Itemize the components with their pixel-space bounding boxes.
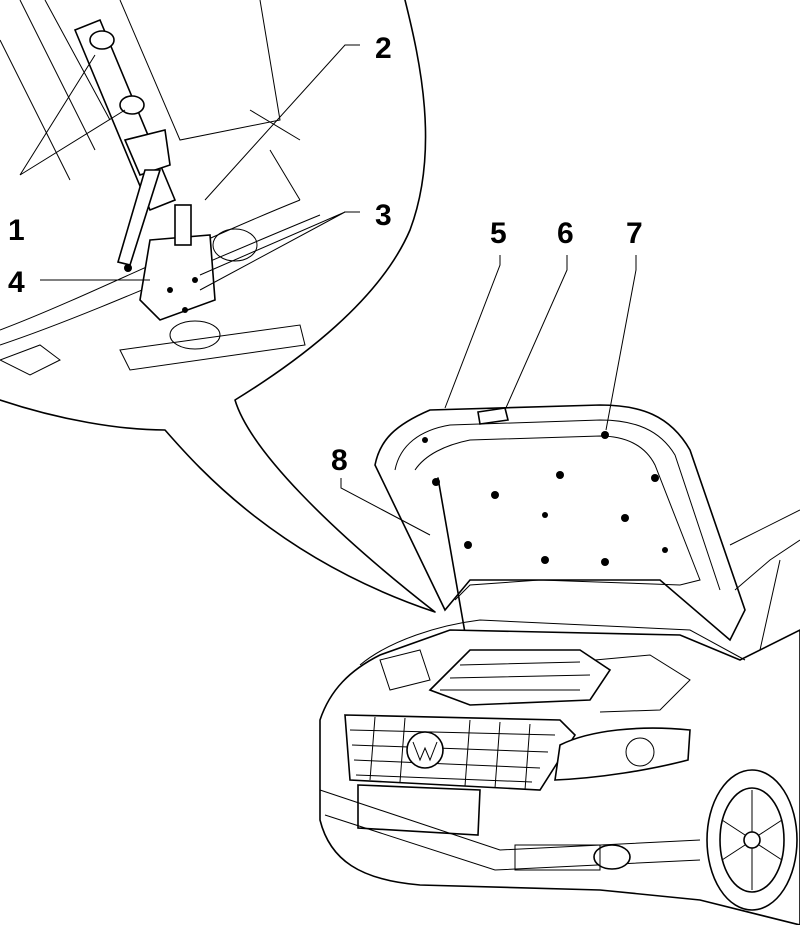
callout-8: 8 xyxy=(331,444,348,477)
callout-7: 7 xyxy=(626,217,643,250)
callout-4: 4 xyxy=(8,266,25,299)
callout-6: 6 xyxy=(557,217,574,250)
callout-3: 3 xyxy=(375,199,392,232)
callout-1: 1 xyxy=(8,214,25,247)
leader-lines-car xyxy=(340,255,637,536)
callout-labels: 1 2 3 4 5 6 7 8 xyxy=(8,32,643,477)
leader-lines-detail xyxy=(19,44,360,291)
car-illustration xyxy=(319,404,800,925)
detail-bubble xyxy=(0,0,436,613)
callout-5: 5 xyxy=(490,217,507,250)
callout-2: 2 xyxy=(375,32,392,65)
